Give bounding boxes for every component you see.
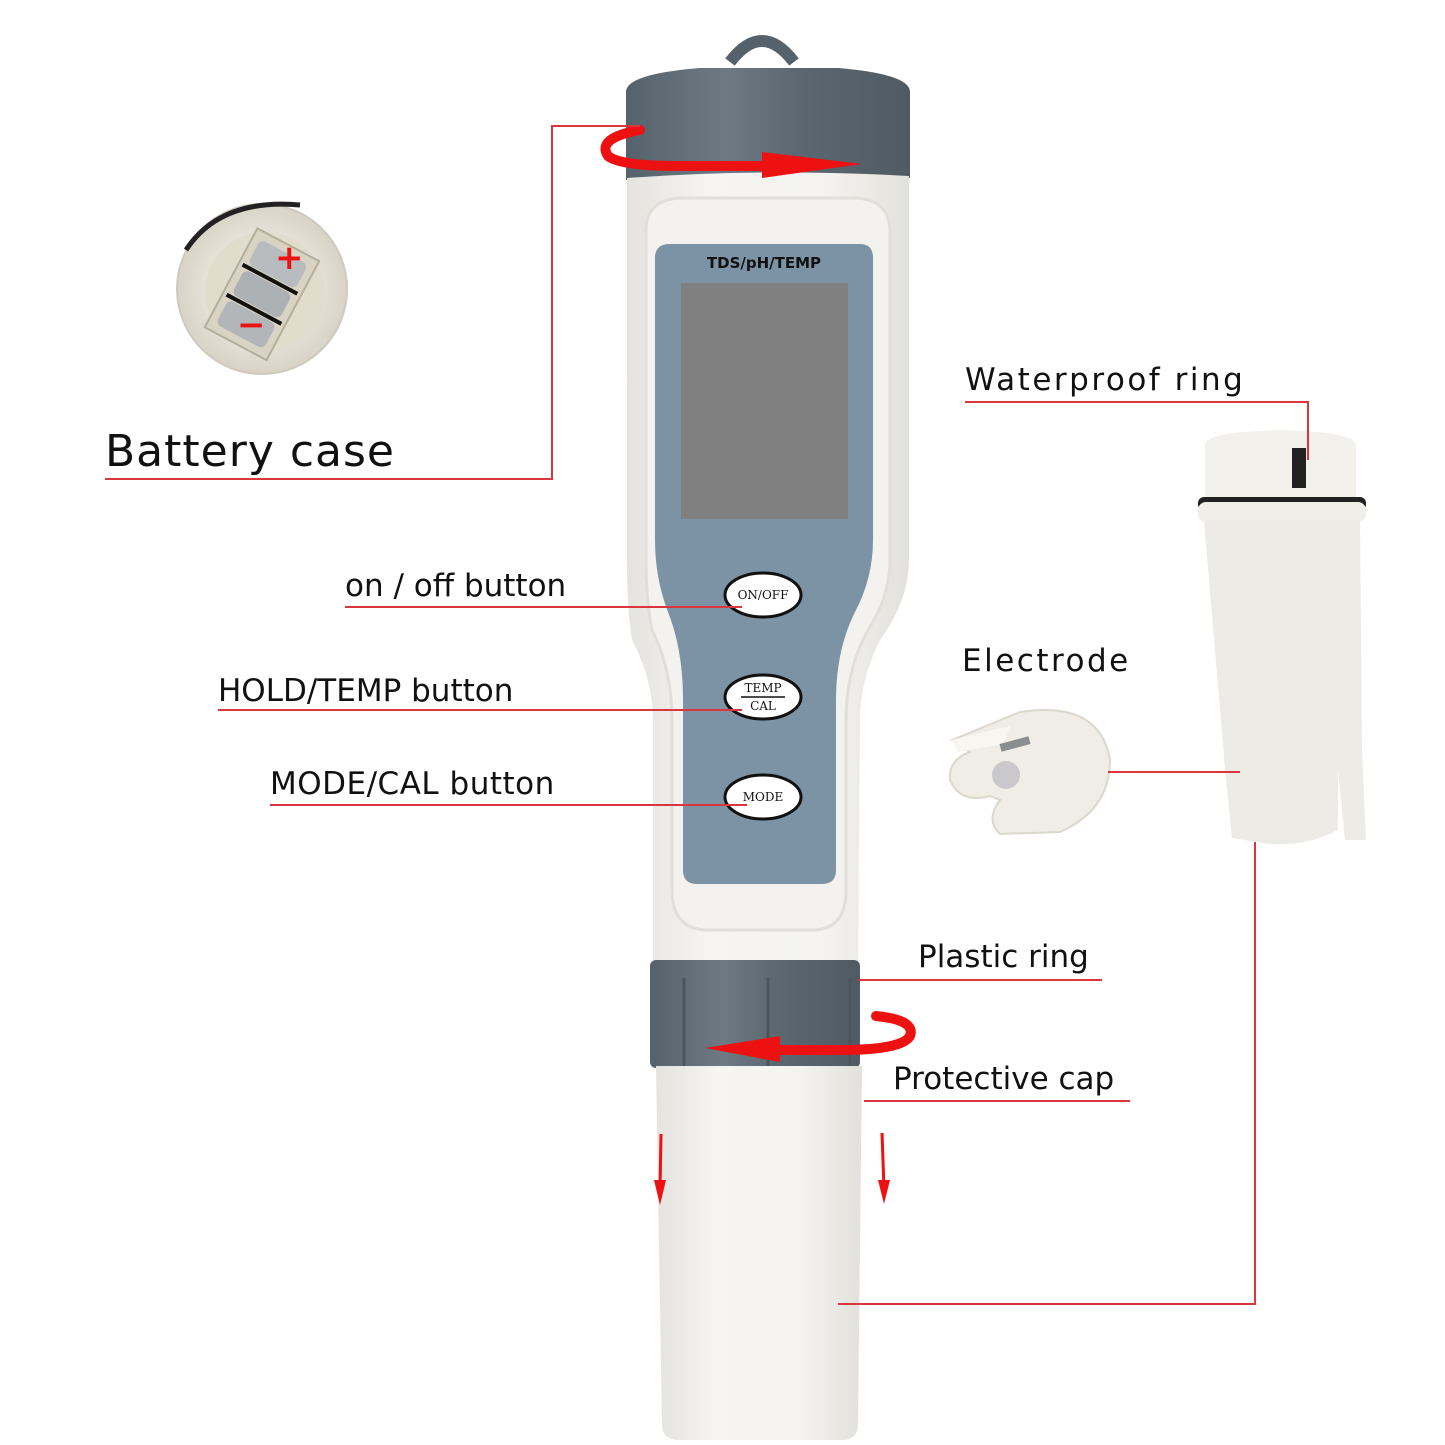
- cal-button-label: CAL: [750, 699, 776, 713]
- label-waterproof-ring: Waterproof ring: [965, 362, 1246, 398]
- label-hold-temp-button: HOLD/TEMP button: [218, 673, 514, 709]
- electrode-module-image: [1198, 430, 1366, 845]
- mode-button[interactable]: [723, 773, 803, 821]
- label-plastic-ring: Plastic ring: [918, 939, 1089, 975]
- label-protective-cap: Protective cap: [893, 1061, 1115, 1097]
- protective-cap[interactable]: [656, 1066, 862, 1440]
- on-off-button-label: ON/OFF: [737, 588, 789, 602]
- lcd-screen: [681, 283, 848, 519]
- battery-case-image: [176, 201, 348, 375]
- battery-cap[interactable]: [626, 68, 910, 180]
- rotate-arrow-icon: [705, 1011, 916, 1062]
- meter-pen: [626, 35, 910, 1440]
- label-on-off-button: on / off button: [345, 568, 567, 604]
- on-off-button[interactable]: [723, 571, 803, 619]
- mode-button-label: MODE: [742, 790, 784, 804]
- battery-negative-icon: −: [237, 305, 266, 345]
- plastic-ring[interactable]: [650, 960, 860, 1068]
- label-electrode: Electrode: [962, 643, 1131, 679]
- label-battery-case: Battery case: [105, 426, 395, 477]
- electrode-image: [948, 709, 1112, 836]
- battery-positive-icon: +: [275, 238, 304, 278]
- callout-lines: [105, 125, 1309, 1305]
- panel-title: TDS/pH/TEMP: [706, 254, 822, 272]
- temp-button-label: TEMP: [744, 681, 782, 695]
- rotate-arrow-icon: [600, 125, 862, 178]
- pull-down-arrow-icon: [654, 1132, 890, 1205]
- hanging-loop: [725, 35, 799, 66]
- label-mode-cal-button: MODE/CAL button: [270, 766, 555, 802]
